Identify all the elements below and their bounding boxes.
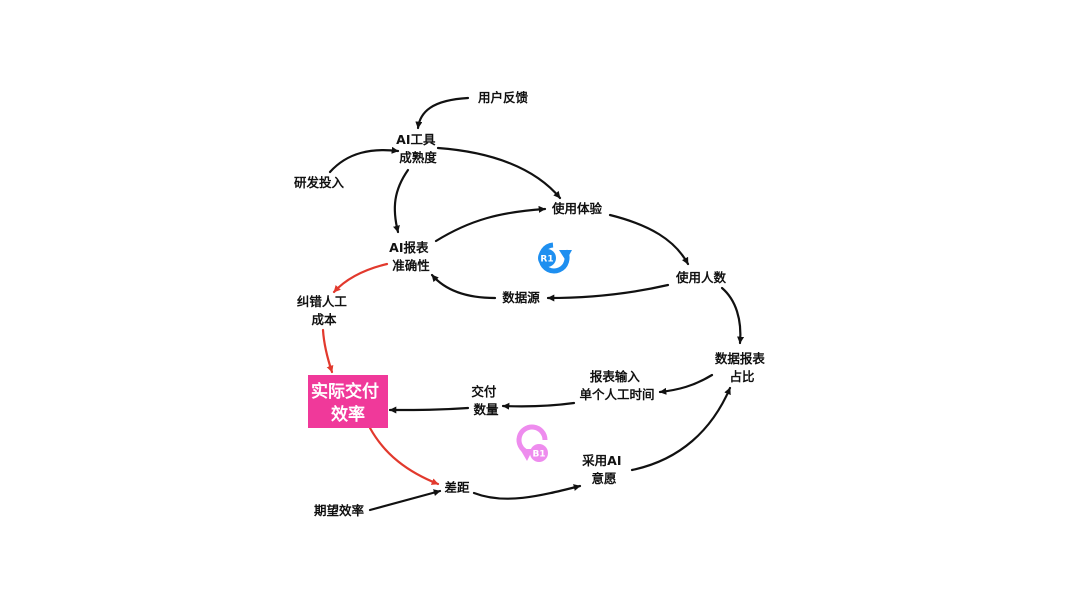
edge-gap-to-adoption	[472, 484, 582, 500]
loop-b1-icon	[516, 424, 548, 455]
node-ai-accuracy: AI报表 准确性	[389, 240, 433, 273]
actual-efficiency-box	[308, 375, 388, 428]
loop-b1-label: B1	[532, 450, 545, 460]
loop-r1: R1	[538, 242, 572, 274]
node-adoption-line1: 采用AI	[581, 453, 621, 468]
node-delivery-count-line2: 数量	[472, 402, 499, 417]
node-actual-efficiency: 实际交付 效率	[308, 375, 388, 428]
svg-text:实际交付 效率: 实际交付 效率	[311, 381, 385, 425]
loop-b1: B1	[516, 424, 548, 462]
edge-user-count-to-report-share	[720, 286, 745, 345]
node-manual-time-line1: 报表输入	[590, 369, 641, 384]
node-report-share: 数据报表 占比	[714, 351, 769, 384]
node-delivery-count: 交付 数量	[471, 384, 500, 417]
edge-efficiency-to-gap	[368, 426, 440, 486]
edge-ai-maturity-to-accuracy	[393, 168, 410, 234]
node-correction-cost-line2: 成本	[311, 312, 337, 327]
edge-experience-to-user-count	[608, 213, 690, 266]
node-user-count: 使用人数	[675, 270, 727, 285]
node-report-share-line2: 占比	[729, 369, 755, 384]
node-user-feedback: 用户反馈	[477, 90, 529, 105]
node-user-experience: 使用体验	[551, 201, 603, 216]
edge-accuracy-to-experience	[434, 205, 547, 243]
node-correction-cost-line1: 纠错人工	[297, 294, 348, 309]
edge-manual-time-to-delivery	[501, 401, 576, 410]
loop-r1-label: R1	[540, 255, 553, 265]
edge-expected-to-gap	[368, 489, 442, 512]
edge-accuracy-to-correction-cost	[332, 262, 389, 294]
node-ai-accuracy-line2: 准确性	[392, 258, 430, 273]
edge-correction-cost-to-efficiency	[321, 328, 334, 374]
loop-r1-icon	[538, 242, 570, 274]
node-correction-cost: 纠错人工 成本	[297, 294, 351, 327]
node-adoption-line2: 意愿	[591, 471, 617, 486]
node-ai-maturity-line1: AI工具	[396, 132, 436, 147]
node-ai-accuracy-line1: AI报表	[389, 240, 429, 255]
node-data-source: 数据源	[501, 290, 540, 305]
nodes: 用户反馈 AI工具 成熟度 研发投入 使用体验 AI报表 准确性 使用人数 数据…	[294, 90, 769, 518]
edge-user-count-to-data-source	[546, 283, 670, 302]
node-ai-maturity: AI工具 成熟度	[396, 132, 440, 165]
edge-report-share-to-manual-time	[658, 373, 714, 395]
node-expected-efficiency: 期望效率	[314, 503, 365, 518]
edge-adoption-to-report-share	[630, 386, 732, 472]
node-manual-time-line2: 单个人工时间	[579, 387, 654, 402]
node-gap: 差距	[443, 480, 470, 495]
node-rd-investment: 研发投入	[294, 175, 345, 190]
edge-ai-maturity-to-experience	[436, 146, 562, 200]
edge-data-source-to-accuracy	[430, 273, 497, 300]
edge-rd-to-ai-maturity	[328, 146, 400, 174]
edges	[321, 96, 745, 512]
edge-delivery-to-efficiency	[388, 406, 470, 414]
node-report-share-line1: 数据报表	[714, 351, 766, 366]
edge-user-feedback-to-ai-maturity	[415, 96, 470, 130]
node-ai-maturity-line2: 成熟度	[399, 150, 437, 165]
node-actual-efficiency-line2: 效率	[331, 404, 365, 425]
node-delivery-count-line1: 交付	[471, 384, 497, 399]
node-manual-time: 报表输入 单个人工时间	[579, 369, 654, 402]
node-adoption-willingness: 采用AI 意愿	[581, 453, 626, 486]
node-actual-efficiency-line1: 实际交付	[311, 381, 379, 402]
